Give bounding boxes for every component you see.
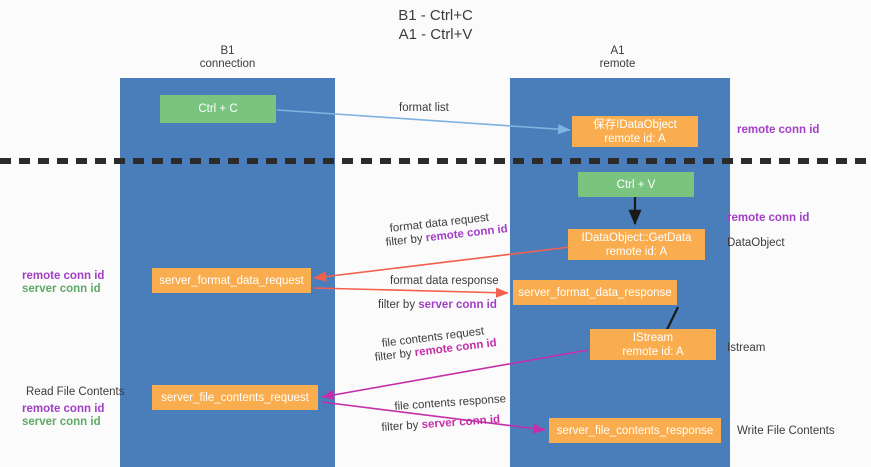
node-ctrl-v[interactable]: Ctrl + V [578,172,694,197]
annotation-right-istream: Istream [727,342,766,354]
annotation-left-server-conn-id-mid: server conn id [22,283,101,295]
annotation-right-dataobject: DataObject [727,237,785,249]
node-ctrl-c-label: Ctrl + C [198,103,238,115]
node-idataobject-getdata[interactable]: IDataObject::GetData remote id: A [568,229,705,260]
filter-prefix: filter by [381,419,423,434]
filter-key-server-conn-id: server conn id [421,413,501,432]
edge-label-file-contents-response: file contents response [394,393,507,413]
annotation-right-write-file-contents: Write File Contents [737,425,835,437]
column-heading-b1-name: B1 [220,45,235,57]
node-idataobject-getdata-label: IDataObject::GetData [581,231,692,244]
column-heading-a1-sub: remote [599,58,636,70]
annotation-left-remote-conn-id-mid: remote conn id [22,270,105,282]
node-server-format-data-response-label: server_format_data_response [518,286,672,299]
edge-label-format-data-response: format data response [390,275,499,287]
edge-label-format-data-response-filter: filter by server conn id [378,298,497,312]
annotation-right-remote-conn-id-mid: remote conn id [727,212,810,224]
node-idataobject-getdata-sub: remote id: A [605,245,668,258]
title-line-1: B1 - Ctrl+C [398,7,473,24]
filter-key-server-conn-id: server conn id [418,299,497,311]
swimlane-right-margin [730,78,871,467]
node-server-format-data-request[interactable]: server_format_data_request [152,268,311,293]
node-istream[interactable]: IStream remote id: A [590,329,716,360]
annotation-left-server-conn-id-bottom: server conn id [22,416,101,428]
column-heading-b1-sub: connection [199,58,256,70]
edge-label-format-list: format list [399,102,449,114]
annotation-right-remote-conn-id-top: remote conn id [737,124,820,136]
column-heading-b1: B1 connection [155,45,300,71]
node-save-idataobject-sub: remote id: A [604,132,666,145]
filter-prefix: filter by [378,299,419,311]
node-save-idataobject-label: 保存IDataObject [593,118,677,131]
column-heading-a1: A1 remote [545,45,690,71]
node-istream-sub: remote id: A [622,345,684,358]
diagram-title: B1 - Ctrl+C A1 - Ctrl+V [0,6,871,44]
node-ctrl-c[interactable]: Ctrl + C [160,95,276,123]
connector-format-data-response [313,287,509,298]
annotation-left-read-file-contents: Read File Contents [26,386,125,398]
filter-prefix: filter by [374,347,416,364]
filter-prefix: filter by [385,232,427,249]
node-server-file-contents-response[interactable]: server_file_contents_response [549,418,721,443]
node-save-idataobject[interactable]: 保存IDataObject remote id: A [572,116,698,147]
node-server-format-data-response[interactable]: server_format_data_response [513,280,677,305]
column-heading-a1-name: A1 [610,45,625,57]
node-ctrl-v-label: Ctrl + V [616,178,656,191]
annotation-left-remote-conn-id-bottom: remote conn id [22,403,105,415]
node-server-file-contents-response-label: server_file_contents_response [556,424,714,437]
node-server-file-contents-request-label: server_file_contents_request [161,391,309,404]
node-istream-label: IStream [632,331,674,344]
edge-label-file-contents-response-filter: filter by server conn id [381,413,501,435]
node-server-file-contents-request[interactable]: server_file_contents_request [152,385,318,410]
section-divider [0,158,871,164]
node-server-format-data-request-label: server_format_data_request [159,274,304,287]
title-line-2: A1 - Ctrl+V [398,26,473,43]
